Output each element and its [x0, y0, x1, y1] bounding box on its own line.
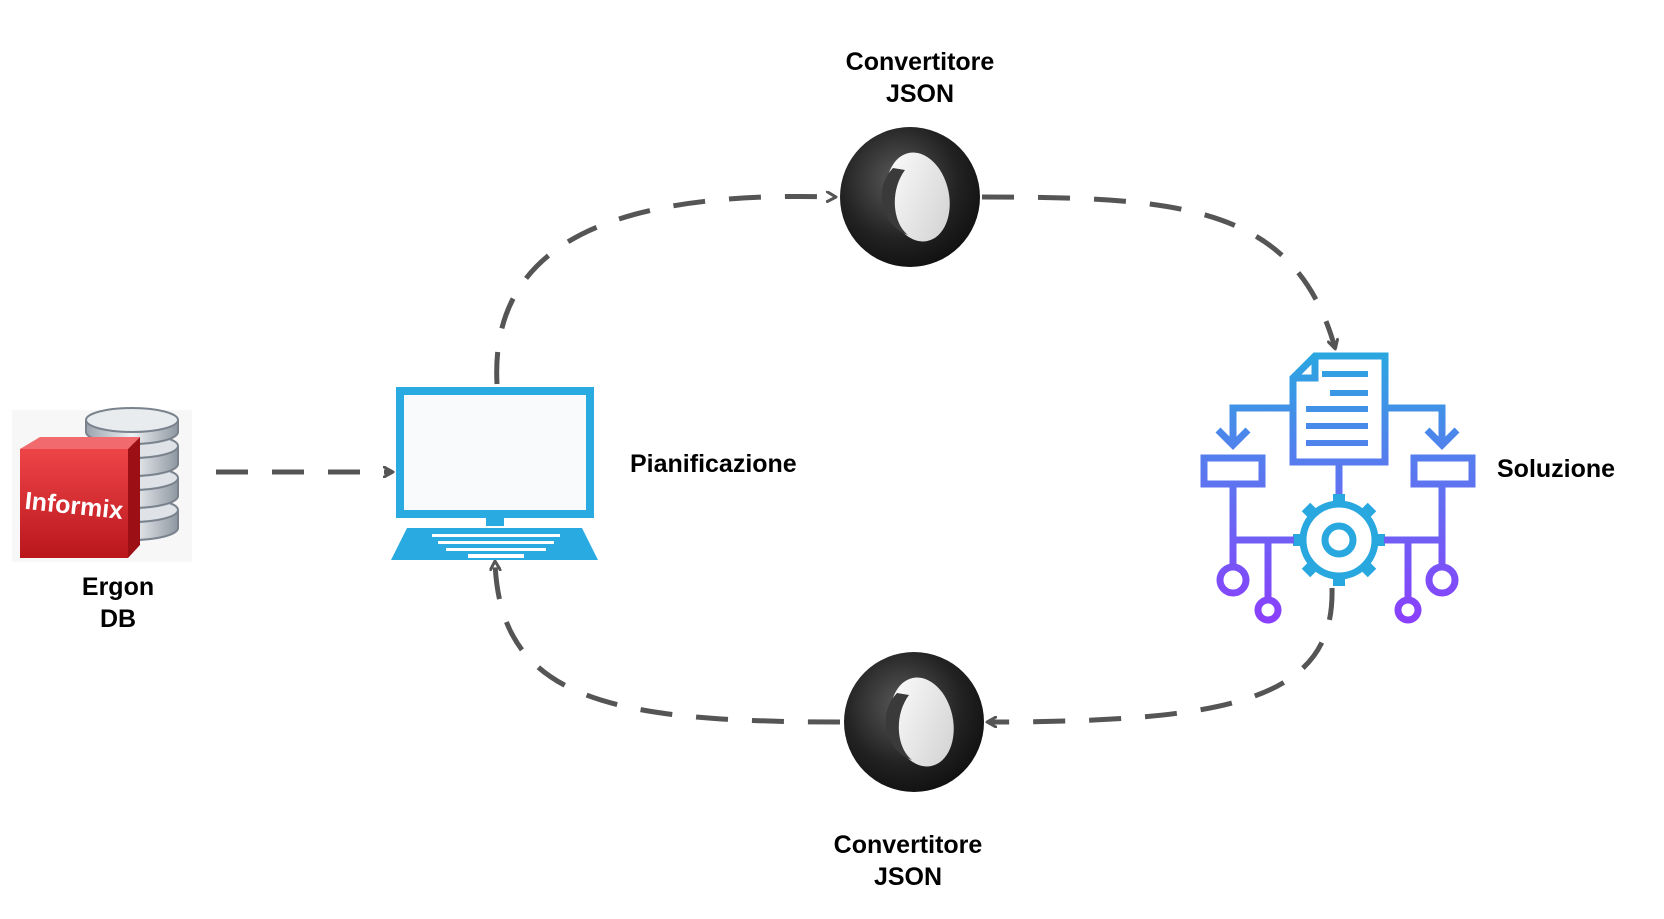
converter-top-label-line2: JSON [885, 80, 955, 108]
converter-bottom-label-line2: JSON [873, 863, 943, 891]
db-label: Ergon DB [58, 571, 178, 635]
connectors [216, 196, 1335, 722]
line-converter-bottom-to-laptop [495, 562, 841, 725]
converter-top-label: Convertitore JSON [820, 46, 1020, 110]
laptop-keyboard [432, 534, 560, 558]
line-converter-top-to-solution [981, 194, 1335, 348]
solution-label: Soluzione [1497, 455, 1616, 483]
gear-icon [1293, 494, 1385, 586]
database-icon: Informix [12, 407, 192, 562]
laptop-label: Pianificazione [630, 450, 797, 478]
solution-workflow-icon [1200, 352, 1476, 624]
converter-top-label-line1: Convertitore [845, 48, 995, 76]
arrow-laptop-to-converter-top [494, 196, 835, 385]
converter-bottom-label: Convertitore JSON [808, 829, 1008, 893]
laptop-icon [391, 387, 598, 560]
db-label-line2: DB [99, 605, 137, 633]
informix-logo: Informix [20, 437, 140, 558]
converter-bottom-label-line1: Convertitore [833, 831, 983, 859]
json-converter-top-icon [840, 127, 980, 267]
db-label-line1: Ergon [81, 573, 155, 601]
json-converter-bottom-icon [844, 652, 984, 792]
